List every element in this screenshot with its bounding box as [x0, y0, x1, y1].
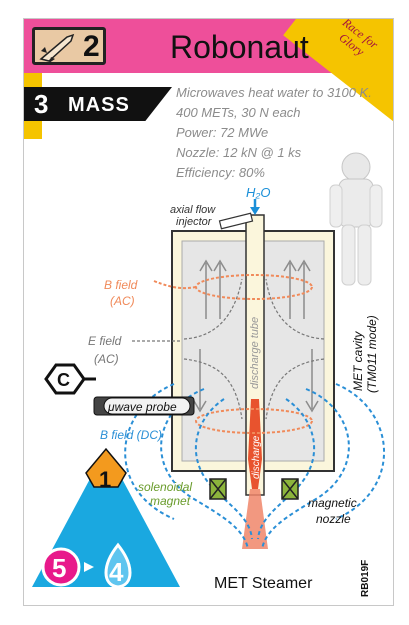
spec-line: Microwaves heat water to 3100 K. [176, 85, 372, 100]
spec-line: Nozzle: 12 kN @ 1 ks [176, 145, 302, 160]
solenoidal-label-1: solenoidal [138, 480, 192, 494]
spec-line: Power: 72 MWe [176, 125, 269, 140]
e-field-label-1: E field [88, 334, 122, 348]
card: Race for Glory 2 Robonaut 3 MASS Microwa… [23, 18, 394, 606]
fuel-to: 4 [109, 557, 124, 587]
thrust-value: 2 [83, 30, 100, 63]
card-title: Robonaut [170, 29, 309, 65]
b-field-ac-label-2: (AC) [110, 294, 135, 308]
met-cavity-label-2: (TM011 mode) [365, 315, 379, 393]
mass-value: 3 [34, 89, 49, 119]
fuel-from: 5 [52, 553, 66, 583]
astronaut-icon [329, 152, 383, 286]
b-field-dc-label: B field (DC) [100, 428, 162, 442]
flow-arrows [193, 259, 319, 413]
met-diagram: μwave probe C 1 5 4 H₂O axial flow injec… [32, 152, 385, 589]
b-field-dc-lines [124, 383, 385, 550]
uwave-probe-label: μwave probe [107, 400, 177, 414]
h2o-label: H₂O [246, 185, 270, 200]
thrust-badge: 2 [32, 27, 106, 65]
uwave-probe-tip [103, 397, 191, 415]
b-field-ac-label-1: B field [104, 278, 138, 292]
rocket-icon [39, 33, 75, 63]
solenoidal-label-2: magnet [150, 494, 191, 508]
spec-line: 400 METs, 30 N each [176, 105, 301, 120]
fuel-arrow-icon [84, 562, 94, 572]
discharge-plasma [248, 399, 262, 489]
axial-flow-label-1: axial flow [170, 204, 216, 216]
e-field-lines [132, 278, 325, 420]
solenoidal-magnet-icon [209, 478, 299, 500]
exhaust-plume [242, 489, 268, 549]
fuel-from-circle [41, 547, 81, 587]
e-field-label-2: (AC) [94, 352, 119, 366]
b-field-ac-loops [153, 274, 313, 434]
type-letter: C [57, 370, 70, 390]
axial-flow-label-2: injector [176, 216, 213, 228]
mass-band: 3 MASS [24, 87, 172, 121]
axial-flow-injector [218, 212, 254, 230]
magnetic-nozzle-label-1: magnetic [308, 496, 357, 510]
mass-label: MASS [68, 94, 130, 116]
type-hexagon-icon: C [44, 363, 96, 395]
spec-list: Microwaves heat water to 3100 K. 400 MET… [176, 83, 393, 183]
spec-line: Efficiency: 80% [176, 165, 265, 180]
discharge-tube-label: discharge tube [249, 317, 261, 389]
fuel-drop-icon [85, 447, 127, 488]
met-cavity-label-1: MET cavity [351, 331, 365, 391]
magnetic-nozzle-label-2: nozzle [316, 512, 351, 526]
card-name: MET Steamer [214, 575, 313, 592]
fuel-rating: 1 [99, 467, 111, 492]
discharge-label: discharge [251, 435, 262, 479]
fuel-to-drop [104, 542, 132, 589]
card-code: RB019F [360, 559, 371, 597]
